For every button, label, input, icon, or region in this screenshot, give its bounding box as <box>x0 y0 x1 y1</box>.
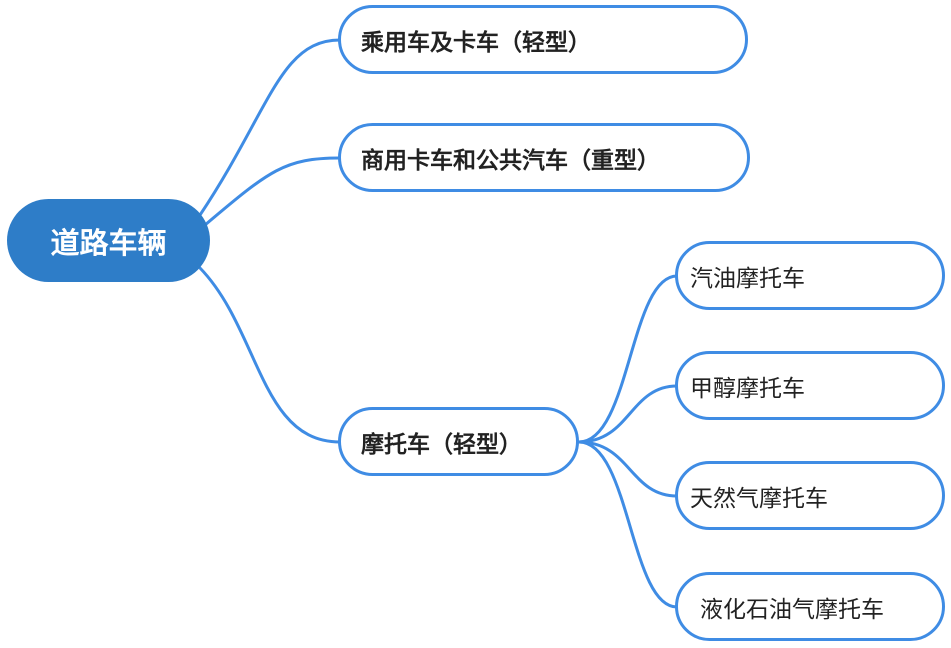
root-label: 道路车辆 <box>50 225 167 260</box>
leaf-label: 甲醇摩托车 <box>690 375 805 402</box>
connector-root-to-commercial <box>203 156 342 227</box>
leaf-node-lpg[interactable]: 液化石油气摩托车 <box>675 572 945 641</box>
branch-label: 摩托车（轻型） <box>361 431 522 458</box>
leaf-node-natural-gas[interactable]: 天然气摩托车 <box>675 461 945 530</box>
leaf-node-gasoline[interactable]: 汽油摩托车 <box>675 241 945 310</box>
connector-root-to-passenger <box>198 38 342 217</box>
leaf-node-methanol[interactable]: 甲醇摩托车 <box>675 351 945 420</box>
connector-moto-to-lpg <box>577 440 679 609</box>
connector-root-to-motorcycle <box>198 266 342 444</box>
leaf-label: 液化石油气摩托车 <box>700 596 884 623</box>
branch-node-motorcycle[interactable]: 摩托车（轻型） <box>338 407 579 476</box>
root-node[interactable]: 道路车辆 <box>7 199 210 282</box>
connector-moto-to-natural-gas <box>577 440 679 498</box>
leaf-label: 汽油摩托车 <box>690 265 805 292</box>
branch-label: 商用卡车和公共汽车（重型） <box>361 147 660 174</box>
branch-node-passenger[interactable]: 乘用车及卡车（轻型） <box>338 5 748 74</box>
leaf-label: 天然气摩托车 <box>690 485 828 512</box>
connector-moto-to-gasoline <box>577 274 679 444</box>
connector-moto-to-methanol <box>577 384 679 444</box>
branch-node-commercial[interactable]: 商用卡车和公共汽车（重型） <box>338 123 750 192</box>
branch-label: 乘用车及卡车（轻型） <box>361 29 591 56</box>
